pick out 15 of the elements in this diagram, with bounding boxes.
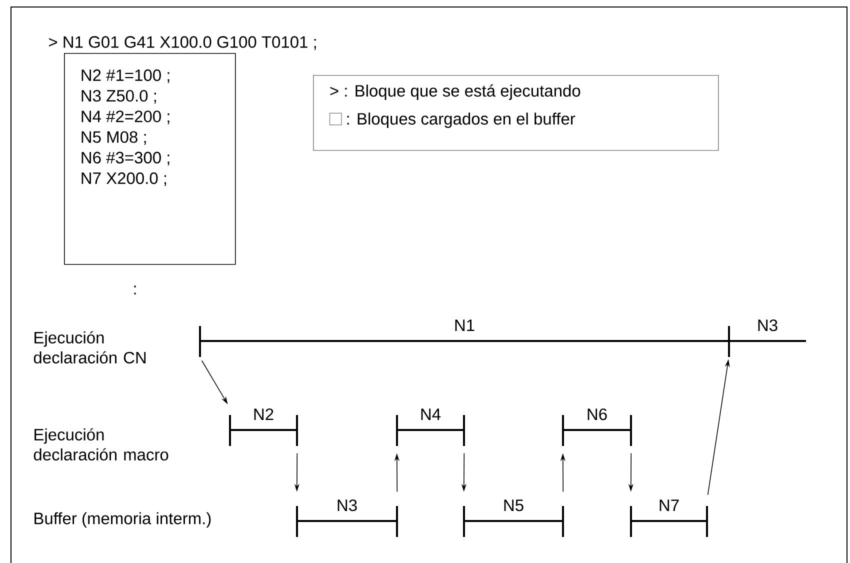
timeline-bar: N1: [199, 320, 729, 357]
timeline-bar: N5: [463, 500, 564, 537]
timeline-bar: N3: [296, 499, 398, 537]
timeline-bar: N2: [229, 408, 298, 446]
code-line: > N1 G01 G41 X100.0 G100 T0101 ;: [49, 36, 316, 50]
timeline-bar: N7: [630, 500, 708, 537]
timeline-bar: N4: [396, 408, 465, 446]
row-label: Buffer (memoria interm.): [34, 512, 211, 528]
legend-box: > : Bloque que se está ejecutando : Bloques cargados en el buffer: [313, 75, 719, 151]
continuation-dots: :: [134, 286, 136, 294]
row-label: Ejecución declaración CN: [34, 331, 146, 364]
timeline-bar: N6: [562, 408, 632, 446]
timeline-bar: N3: [728, 319, 806, 357]
code-list-box: N2 #1=100 ; N3 Z50.0 ; N4 #2=200 ; N5 M08 ; N6 #3=300 ; N7 X200.0 ;: [64, 53, 236, 265]
row-label: Ejecución declaración macro: [34, 428, 168, 460]
